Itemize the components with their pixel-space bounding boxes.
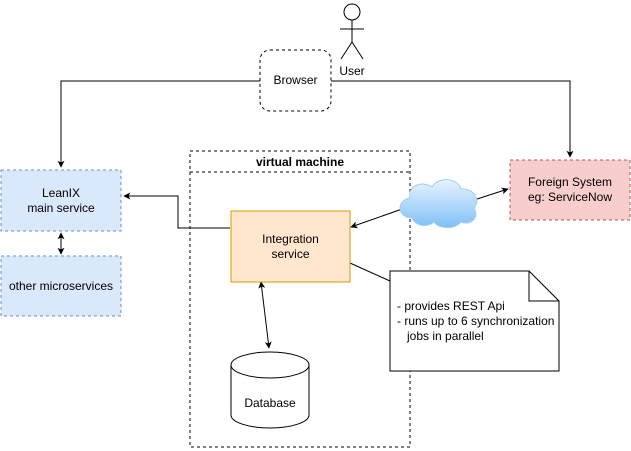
integration-to-leanix-connector	[123, 192, 230, 229]
leanix-main-service-label: LeanIX main service	[27, 185, 95, 215]
database-label: Database	[244, 395, 296, 410]
note-line: jobs in parallel	[397, 329, 484, 343]
foreign-system-box	[509, 159, 631, 221]
other-microservices-label: other microservices	[8, 278, 114, 293]
user-actor-icon	[340, 3, 364, 60]
database-icon	[230, 351, 310, 429]
note-text: - provides REST Api - runs up to 6 synch…	[397, 299, 554, 344]
virtual-machine-title: virtual machine	[255, 154, 345, 169]
note-connector	[349, 262, 391, 282]
cloud-icon	[399, 179, 478, 229]
integration-service-label: Integration service	[262, 231, 319, 261]
user-label: User	[339, 63, 365, 78]
integration-database-connector	[258, 281, 272, 349]
browser-to-foreign-system-connector	[331, 80, 574, 158]
integration-service-box	[230, 210, 351, 283]
leanix-main-service-box	[0, 169, 122, 232]
foreign-system-label: Foreign System eg: ServiceNow	[527, 175, 613, 204]
note-line: - runs up to 6 synchronization	[397, 314, 555, 328]
note-line: - provides REST Api	[397, 299, 505, 313]
browser-to-leanix-connector	[57, 80, 260, 168]
note-shape	[389, 270, 560, 372]
browser-label: Browser	[273, 73, 318, 87]
other-microservices-box	[0, 255, 122, 317]
cloud-to-foreign-system-connector	[476, 187, 509, 200]
browser-box	[259, 49, 332, 112]
cloud-to-integration-connector	[350, 207, 406, 229]
